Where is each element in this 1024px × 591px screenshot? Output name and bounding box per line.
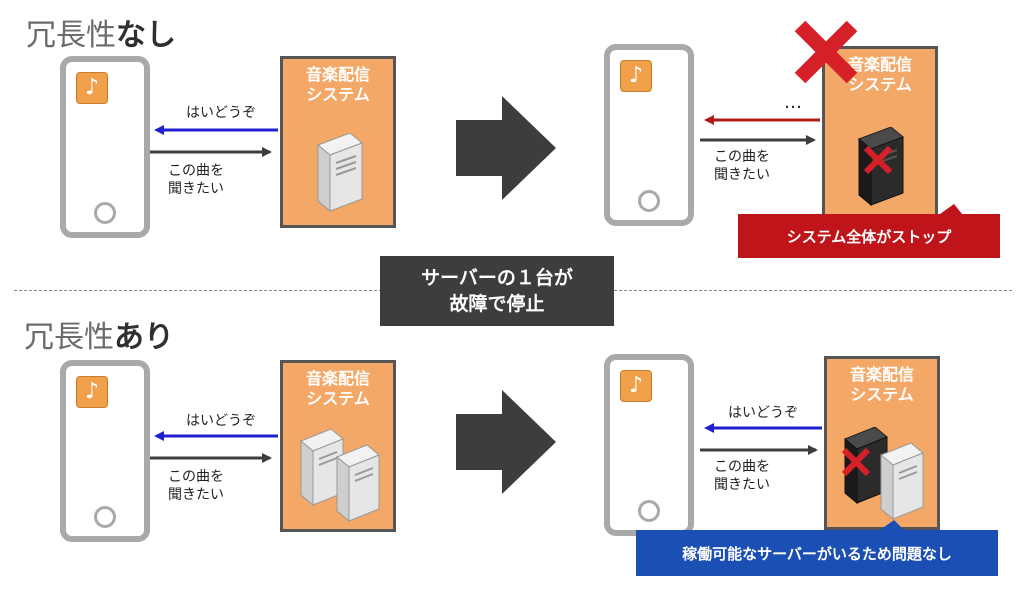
music-note-icon: ♪ — [620, 370, 652, 402]
system-box-top-before: 音楽配信 システム — [280, 56, 396, 228]
title-bold: あり — [114, 320, 174, 355]
server-x-icon — [841, 447, 871, 477]
music-note-icon: ♪ — [620, 60, 652, 92]
server-icon — [317, 133, 363, 213]
music-note-icon: ♪ — [76, 376, 108, 408]
system-box-bottom-before: 音楽配信 システム — [280, 360, 396, 532]
request-label: この曲を 聞きたい — [168, 163, 224, 197]
banner-pointer — [940, 204, 962, 214]
system-box-bottom-after: 音楽配信 システム — [824, 356, 940, 530]
response-label: はいどうぞ — [186, 413, 256, 429]
home-button-icon — [638, 500, 660, 522]
home-button-icon — [94, 506, 116, 528]
system-label: 音楽配信 システム — [847, 55, 912, 94]
title-bold: なし — [116, 18, 176, 53]
section-title-bottom: 冗長性あり — [24, 312, 174, 356]
banner-pointer — [880, 520, 904, 530]
title-plain: 冗長性 — [24, 320, 114, 355]
request-label: この曲を 聞きたい — [168, 469, 224, 503]
phone-top-after: ♪ — [604, 44, 694, 226]
transition-arrow-bottom — [456, 390, 556, 494]
status-banner-ok: 稼働可能なサーバーがいるため問題なし — [636, 530, 998, 576]
system-label: 音楽配信 システム — [305, 369, 370, 408]
home-button-icon — [94, 202, 116, 224]
phone-bottom-before: ♪ — [60, 360, 150, 542]
response-label: はいどうぞ — [728, 405, 798, 421]
failure-x-icon — [794, 20, 858, 84]
system-label: 音楽配信 システム — [849, 365, 914, 404]
response-label: はいどうぞ — [186, 105, 256, 121]
title-plain: 冗長性 — [26, 18, 116, 53]
music-note-icon: ♪ — [76, 72, 108, 104]
transition-arrow-top — [456, 96, 556, 200]
section-title-top: 冗長性なし — [26, 10, 176, 54]
request-label: この曲を 聞きたい — [714, 459, 770, 493]
system-label: 音楽配信 システム — [305, 65, 370, 104]
server-x-icon — [863, 145, 893, 175]
failure-caption: サーバーの１台が 故障で停止 — [380, 256, 614, 326]
phone-top-before: ♪ — [60, 56, 150, 238]
status-banner-stop: システム全体がストップ — [738, 214, 1000, 258]
mixed-server-pair-icon — [844, 427, 924, 521]
response-label: … — [784, 92, 802, 113]
request-label: この曲を 聞きたい — [714, 149, 770, 183]
server-pair-icon — [300, 429, 380, 523]
home-button-icon — [638, 190, 660, 212]
